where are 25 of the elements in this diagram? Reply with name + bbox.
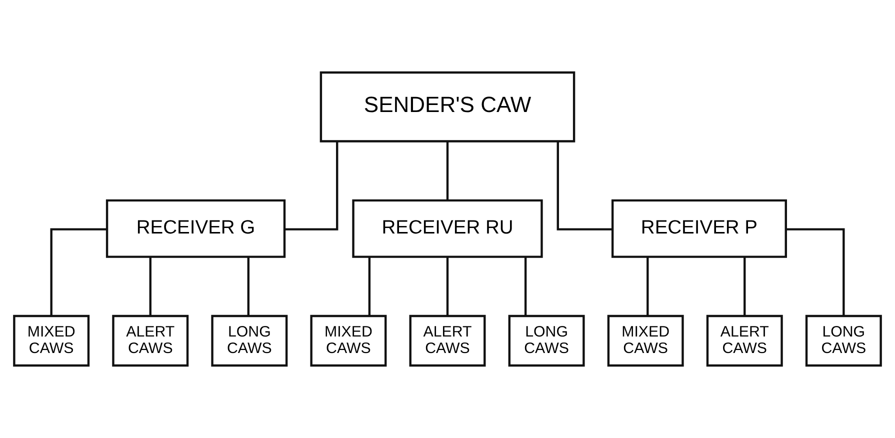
node-box: ALERT CAWS <box>112 314 189 367</box>
connector <box>524 256 527 316</box>
connector <box>149 256 152 316</box>
connector <box>446 141 449 200</box>
node-box: LONG CAWS <box>805 314 882 367</box>
node-box: SENDER'S CAW <box>320 71 576 142</box>
connector <box>646 256 649 316</box>
connector <box>247 256 250 316</box>
node-box: LONG CAWS <box>508 314 585 367</box>
node-box: RECEIVER P <box>611 199 787 258</box>
connector <box>50 228 107 316</box>
connector <box>786 228 845 316</box>
node-box: ALERT CAWS <box>706 314 783 367</box>
node-box: RECEIVER RU <box>352 199 543 258</box>
connector <box>556 142 613 230</box>
connector <box>446 256 449 316</box>
node-box: RECEIVER G <box>106 199 286 258</box>
connector <box>368 256 371 316</box>
node-box: MIXED CAWS <box>13 314 90 367</box>
node-box: MIXED CAWS <box>607 314 684 367</box>
connector <box>744 256 746 316</box>
node-box: LONG CAWS <box>211 314 288 367</box>
node-box: MIXED CAWS <box>310 314 387 367</box>
connector <box>284 142 338 230</box>
node-box: ALERT CAWS <box>409 314 486 367</box>
